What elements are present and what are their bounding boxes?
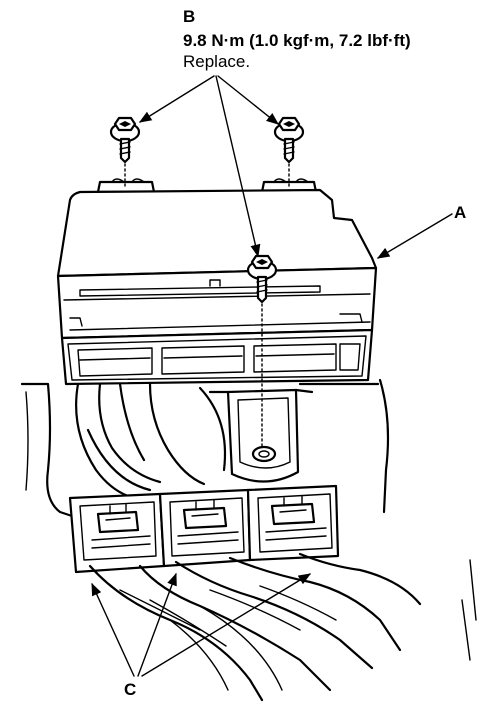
control-module — [56, 178, 378, 386]
mounting-bracket — [208, 388, 314, 483]
replace-note-text: Replace. — [183, 52, 251, 71]
callout-label-c: C — [124, 680, 137, 699]
leader-line-a — [376, 213, 453, 259]
wire-harness-background — [75, 382, 227, 502]
torque-spec-text: 9.8 N·m (1.0 kgf·m, 7.2 lbf·ft) — [183, 31, 411, 50]
bolt-b-left — [109, 116, 141, 187]
leader-lines-c — [91, 572, 312, 677]
callout-label-a: A — [454, 203, 467, 222]
wire-bundles — [88, 552, 422, 702]
body-panel-right — [298, 378, 477, 661]
harness-connector-1 — [68, 492, 166, 574]
leader-lines-b — [138, 75, 279, 258]
harness-connector-2 — [158, 488, 252, 568]
bolt-b-right — [273, 116, 305, 187]
callout-label-b: B — [183, 7, 196, 26]
body-panel-left — [20, 382, 74, 518]
harness-connector-3 — [246, 484, 340, 562]
